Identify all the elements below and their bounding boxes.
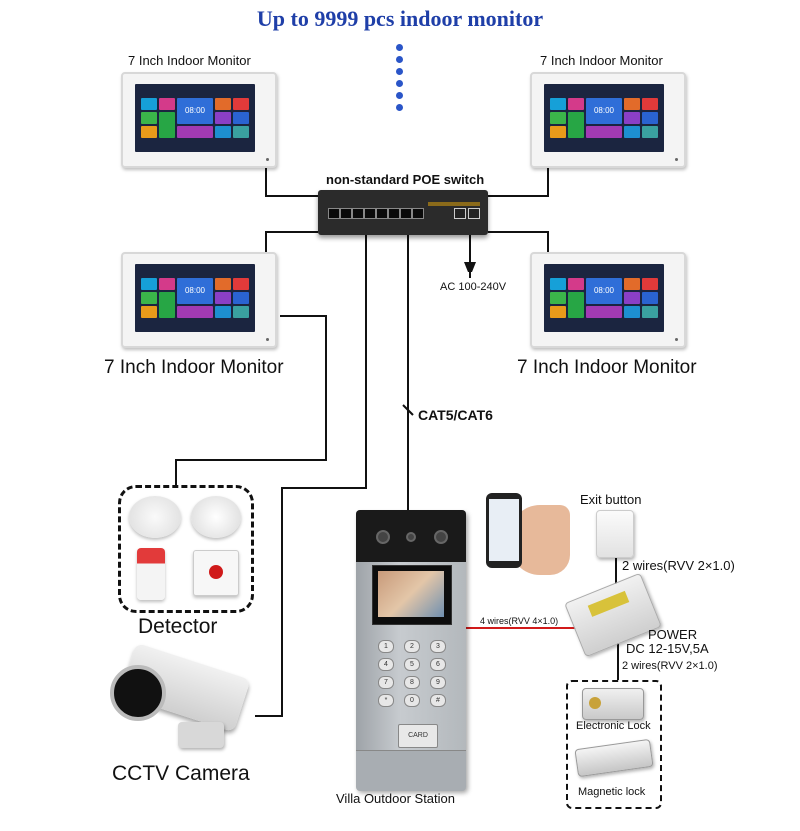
keypad-key: 4	[378, 658, 394, 671]
magnetic-lock-label: Magnetic lock	[578, 786, 646, 798]
keypad-key: 1	[378, 640, 394, 653]
detector-group	[118, 485, 254, 613]
detector-label: Detector	[138, 615, 218, 638]
camera-mount-icon	[178, 722, 224, 748]
keypad-key: 9	[430, 676, 446, 689]
poe-switch	[318, 190, 488, 235]
exit-button-label: Exit button	[580, 492, 642, 507]
gas-detector-icon	[129, 496, 181, 538]
monitor-label-bottom-right: 7 Inch Indoor Monitor	[517, 357, 697, 378]
wire-switch-cctv	[255, 235, 367, 717]
monitor-label-top-right: 7 Inch Indoor Monitor	[540, 53, 663, 68]
cable-tick	[402, 404, 414, 416]
wire-label-station-power: 4 wires(RVV 4×1.0)	[480, 616, 559, 626]
screen-clock: 08:00	[177, 98, 213, 124]
indoor-monitor-top-left: 08:00	[121, 72, 277, 168]
screen-clock: 08:00	[177, 278, 213, 304]
wire-bottom-left-monitor	[265, 231, 318, 252]
keypad-key: 0	[404, 694, 420, 707]
power-label: POWER	[648, 627, 698, 642]
power-spec: DC 12-15V,5A	[626, 641, 709, 656]
station-label: Villa Outdoor Station	[336, 791, 455, 806]
exit-button-icon	[596, 510, 634, 558]
switch-label: non-standard POE switch	[326, 172, 485, 187]
power-plug-icon	[464, 262, 476, 272]
siren-icon	[137, 548, 165, 600]
villa-outdoor-station: 1 2 3 4 5 6 7 8 9 * 0 # CARD	[356, 510, 466, 791]
keypad-key: #	[430, 694, 446, 707]
switch-power-label: AC 100-240V	[440, 281, 507, 293]
wire-switch-detector	[175, 315, 327, 487]
monitor-label-bottom-left: 7 Inch Indoor Monitor	[104, 357, 284, 378]
station-screen	[378, 571, 444, 617]
keypad-key: 5	[404, 658, 420, 671]
keypad-key: 7	[378, 676, 394, 689]
keypad-key: 8	[404, 676, 420, 689]
indoor-monitor-bottom-left: 08:00	[121, 252, 277, 348]
lock-group: Electronic Lock Magnetic lock	[566, 680, 662, 809]
more-monitors-ellipsis	[396, 44, 406, 116]
smoke-detector-icon	[191, 496, 241, 538]
monitor-label-top-left: 7 Inch Indoor Monitor	[128, 53, 251, 68]
indoor-monitor-bottom-right: 08:00	[530, 252, 686, 348]
keypad-key: *	[378, 694, 394, 707]
cable-label: CAT5/CAT6	[418, 407, 493, 423]
card-reader: CARD	[398, 724, 438, 748]
keypad-key: 2	[404, 640, 420, 653]
electronic-lock-label: Electronic Lock	[576, 720, 651, 732]
wire-top-left-monitor	[265, 168, 318, 197]
cctv-label: CCTV Camera	[112, 762, 250, 785]
wire-bottom-right-monitor	[488, 231, 549, 252]
wire-label-exit-power: 2 wires(RVV 2×1.0)	[622, 558, 735, 573]
smartphone-icon	[486, 493, 522, 568]
keypad-key: 3	[430, 640, 446, 653]
indoor-monitor-top-right: 08:00	[530, 72, 686, 168]
electronic-lock-icon	[582, 688, 644, 720]
speaker-grille	[356, 750, 466, 791]
keypad-key: 6	[430, 658, 446, 671]
wire-top-right-monitor	[488, 168, 549, 197]
diagram-title: Up to 9999 pcs indoor monitor	[256, 6, 544, 31]
wire-label-power-lock: 2 wires(RVV 2×1.0)	[622, 660, 718, 672]
screen-clock: 08:00	[586, 278, 622, 304]
magnetic-lock-icon	[574, 738, 654, 778]
emergency-button-icon	[193, 550, 239, 596]
camera-lens-icon	[110, 665, 166, 721]
screen-clock: 08:00	[586, 98, 622, 124]
